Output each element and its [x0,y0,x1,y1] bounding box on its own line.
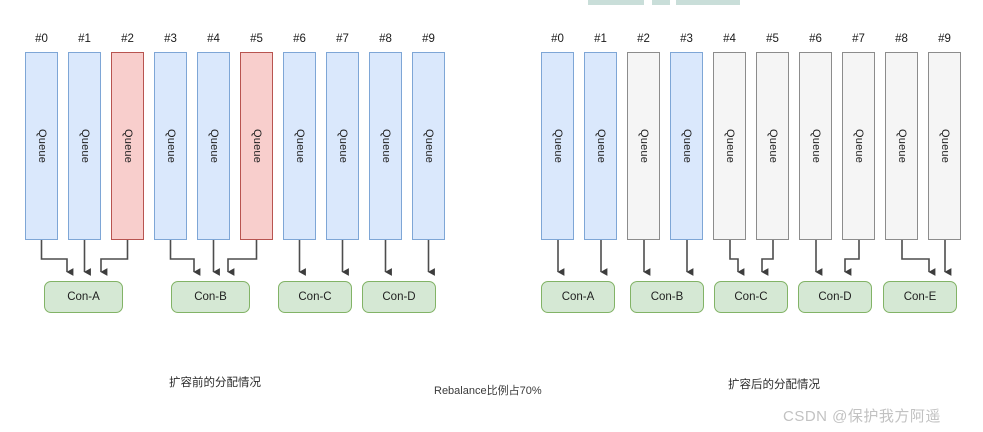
queue-box-label: Queue [165,128,177,164]
queue-index-label: #8 [379,33,392,45]
queue-box-label: Queue [939,128,951,164]
queue-box-label: Queue [595,128,607,164]
consumer-box[interactable]: Con-A [44,281,123,313]
queue-box-label: Queue [767,128,779,164]
queue-index-label: #0 [35,33,48,45]
consumer-box[interactable]: Con-A [541,281,615,313]
queue-box[interactable]: Queue [541,52,574,240]
consumer-box[interactable]: Con-B [630,281,704,313]
queue-box-label: Queue [79,128,91,164]
queue-box[interactable]: Queue [326,52,359,240]
consumer-box[interactable]: Con-C [278,281,352,313]
queue-index-label: #9 [938,33,951,45]
queue-box[interactable]: Queue [412,52,445,240]
queue-box[interactable]: Queue [928,52,961,240]
queue-index-label: #2 [637,33,650,45]
queue-index-label: #4 [207,33,220,45]
queue-box[interactable]: Queue [670,52,703,240]
queue-index-label: #9 [422,33,435,45]
top-edge-artifact [652,0,670,5]
queue-box[interactable]: Queue [584,52,617,240]
queue-box[interactable]: Queue [885,52,918,240]
queue-box-label: Queue [810,128,822,164]
queue-box[interactable]: Queue [240,52,273,240]
queue-box[interactable]: Queue [756,52,789,240]
queue-index-label: #6 [293,33,306,45]
queue-box-label: Queue [36,128,48,164]
queue-index-label: #1 [594,33,607,45]
queue-box-label: Queue [251,128,263,164]
queue-index-label: #4 [723,33,736,45]
queue-box[interactable]: Queue [842,52,875,240]
queue-box-label: Queue [853,128,865,164]
consumer-box[interactable]: Con-E [883,281,957,313]
queue-box-label: Queue [681,128,693,164]
queue-box-label: Queue [294,128,306,164]
queue-box[interactable]: Queue [111,52,144,240]
queue-box-label: Queue [337,128,349,164]
queue-box[interactable]: Queue [197,52,230,240]
left-caption: 扩容前的分配情况 [169,377,261,389]
queue-box[interactable]: Queue [25,52,58,240]
queue-box-label: Queue [380,128,392,164]
top-edge-artifact [676,0,740,5]
queue-index-label: #6 [809,33,822,45]
queue-box[interactable]: Queue [283,52,316,240]
queue-box[interactable]: Queue [68,52,101,240]
queue-index-label: #7 [852,33,865,45]
queue-box-label: Queue [208,128,220,164]
queue-box[interactable]: Queue [154,52,187,240]
consumer-box[interactable]: Con-D [362,281,436,313]
consumer-box[interactable]: Con-B [171,281,250,313]
queue-box-label: Queue [423,128,435,164]
queue-box[interactable]: Queue [369,52,402,240]
queue-index-label: #1 [78,33,91,45]
queue-box[interactable]: Queue [627,52,660,240]
queue-box-label: Queue [896,128,908,164]
consumer-box[interactable]: Con-D [798,281,872,313]
queue-box-label: Queue [122,128,134,164]
queue-box-label: Queue [552,128,564,164]
queue-index-label: #5 [250,33,263,45]
right-caption: 扩容后的分配情况 [728,379,820,391]
queue-box-label: Queue [724,128,736,164]
queue-index-label: #8 [895,33,908,45]
watermark: CSDN @保护我方阿遥 [783,408,941,425]
queue-index-label: #7 [336,33,349,45]
queue-box-label: Queue [638,128,650,164]
queue-box[interactable]: Queue [799,52,832,240]
middle-caption: Rebalance比例占70% [434,385,542,397]
queue-box[interactable]: Queue [713,52,746,240]
queue-index-label: #3 [164,33,177,45]
consumer-box[interactable]: Con-C [714,281,788,313]
queue-index-label: #3 [680,33,693,45]
queue-index-label: #5 [766,33,779,45]
top-edge-artifact [588,0,644,5]
queue-index-label: #2 [121,33,134,45]
queue-index-label: #0 [551,33,564,45]
